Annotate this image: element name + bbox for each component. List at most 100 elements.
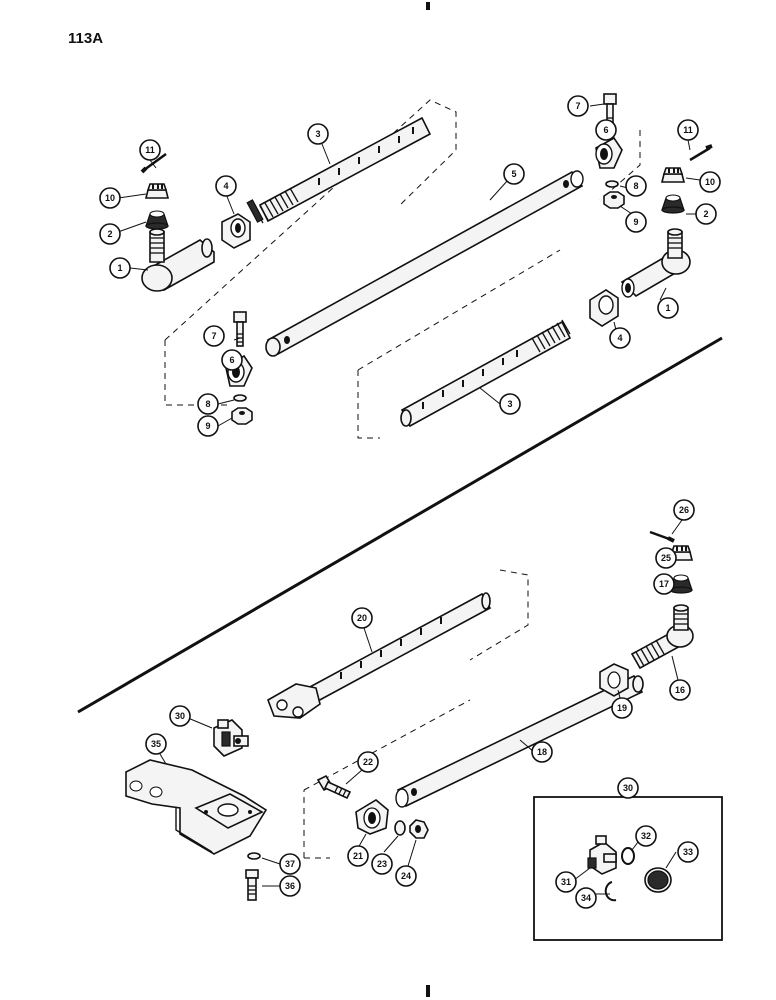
- clamp-bolt-part-7-bottom: [233, 311, 247, 347]
- svg-text:3: 3: [507, 399, 512, 409]
- svg-text:19: 19: [617, 703, 627, 713]
- svg-text:18: 18: [537, 747, 547, 757]
- jam-nut-part-19: [599, 663, 629, 697]
- svg-text:1: 1: [117, 263, 122, 273]
- dust-seal-part-17: [669, 574, 693, 594]
- callout-26: 26: [673, 499, 695, 521]
- svg-text:9: 9: [633, 217, 638, 227]
- callout-23: 23: [371, 853, 393, 875]
- registration-mark: [426, 985, 430, 997]
- svg-text:8: 8: [205, 399, 210, 409]
- lock-washer-part-8-top: [605, 180, 619, 188]
- universal-joint-part-30: [213, 719, 249, 757]
- hex-nut-part-9-top: [603, 191, 625, 209]
- dust-seal-part-2-left: [145, 210, 169, 230]
- callout-1: 1: [657, 297, 679, 319]
- svg-text:24: 24: [401, 871, 411, 881]
- dust-seal-part-2-right: [661, 194, 685, 214]
- svg-text:9: 9: [205, 421, 210, 431]
- svg-text:36: 36: [285, 881, 295, 891]
- callout-24: 24: [395, 865, 417, 887]
- svg-text:17: 17: [659, 579, 669, 589]
- svg-text:1: 1: [665, 303, 670, 313]
- callout-25: 25: [655, 547, 677, 569]
- callout-30: 30: [617, 777, 639, 799]
- callout-17: 17: [653, 573, 675, 595]
- callout-22: 22: [357, 751, 379, 773]
- drag-link-tube-part-18: [395, 674, 644, 808]
- callout-19: 19: [611, 697, 633, 719]
- svg-text:33: 33: [683, 847, 693, 857]
- lock-washer-part-23: [394, 820, 406, 836]
- cap-screw-part-36: [245, 869, 259, 901]
- svg-text:8: 8: [633, 181, 638, 191]
- callout-8: 8: [197, 393, 219, 415]
- svg-text:35: 35: [151, 739, 161, 749]
- adjusting-sleeve-part-3-top: [246, 116, 432, 224]
- svg-text:7: 7: [575, 101, 580, 111]
- callout-30: 30: [169, 705, 191, 727]
- page-number-label: 113A: [68, 30, 104, 47]
- tie-rod-tube-part-5: [265, 170, 584, 357]
- lower-drag-link-assembly: [125, 519, 723, 941]
- registration-mark: [426, 2, 430, 10]
- svg-text:23: 23: [377, 859, 387, 869]
- assembly-dashed-outline: [303, 569, 529, 859]
- clamp-part-6-top: [595, 136, 623, 169]
- castle-nut-part-10-right: [660, 167, 686, 183]
- svg-text:5: 5: [511, 169, 516, 179]
- callout-9: 9: [197, 415, 219, 437]
- callout-5: 5: [503, 163, 525, 185]
- svg-text:34: 34: [581, 893, 591, 903]
- callout-16: 16: [669, 679, 691, 701]
- bearing-cap-part-33: [644, 867, 672, 893]
- clamp-part-21: [355, 799, 389, 835]
- callout-18: 18: [531, 741, 553, 763]
- callout-7: 7: [203, 325, 225, 347]
- callout-4: 4: [609, 327, 631, 349]
- callout-34: 34: [575, 887, 597, 909]
- svg-text:20: 20: [357, 613, 367, 623]
- tie-rod-end-part-16: [630, 604, 694, 670]
- cotter-pin-part-11-left: [140, 152, 167, 174]
- svg-text:10: 10: [105, 193, 115, 203]
- callout-4: 4: [215, 175, 237, 197]
- callout-2: 2: [99, 223, 121, 245]
- assembly-dashed-outline: [164, 99, 457, 406]
- section-divider-line: [77, 336, 723, 714]
- svg-text:2: 2: [703, 209, 708, 219]
- callout-10: 10: [699, 171, 721, 193]
- callout-2: 2: [695, 203, 717, 225]
- svg-text:30: 30: [175, 711, 185, 721]
- callout-11: 11: [139, 139, 161, 161]
- callout-3: 3: [307, 123, 329, 145]
- universal-joint-inset-box: [533, 796, 723, 941]
- tie-rod-end-part-1-right: [620, 228, 691, 298]
- cotter-pin-part-26: [649, 530, 675, 543]
- mounting-bracket-part-35: [125, 759, 268, 855]
- callout-11: 11: [677, 119, 699, 141]
- svg-text:7: 7: [211, 331, 216, 341]
- jam-nut-part-4-right: [589, 289, 619, 327]
- upper-tie-rod-assembly: [117, 93, 713, 439]
- svg-text:11: 11: [683, 125, 693, 135]
- svg-text:6: 6: [603, 125, 608, 135]
- callout-10: 10: [99, 187, 121, 209]
- callout-20: 20: [351, 607, 373, 629]
- drag-link-rod-part-20: [267, 592, 492, 719]
- svg-text:6: 6: [229, 355, 234, 365]
- retaining-clip-part-34: [604, 881, 617, 902]
- svg-text:2: 2: [107, 229, 112, 239]
- svg-text:16: 16: [675, 685, 685, 695]
- cross-kit-part-31: [587, 835, 617, 875]
- callout-9: 9: [625, 211, 647, 233]
- callout-8: 8: [625, 175, 647, 197]
- jam-nut-part-4-left: [221, 213, 251, 249]
- adjusting-sleeve-part-3-bottom: [400, 319, 572, 428]
- tie-rod-end-part-1-left: [141, 228, 215, 292]
- callout-6: 6: [595, 119, 617, 141]
- svg-text:37: 37: [285, 859, 295, 869]
- callout-37: 37: [279, 853, 301, 875]
- svg-text:4: 4: [617, 333, 622, 343]
